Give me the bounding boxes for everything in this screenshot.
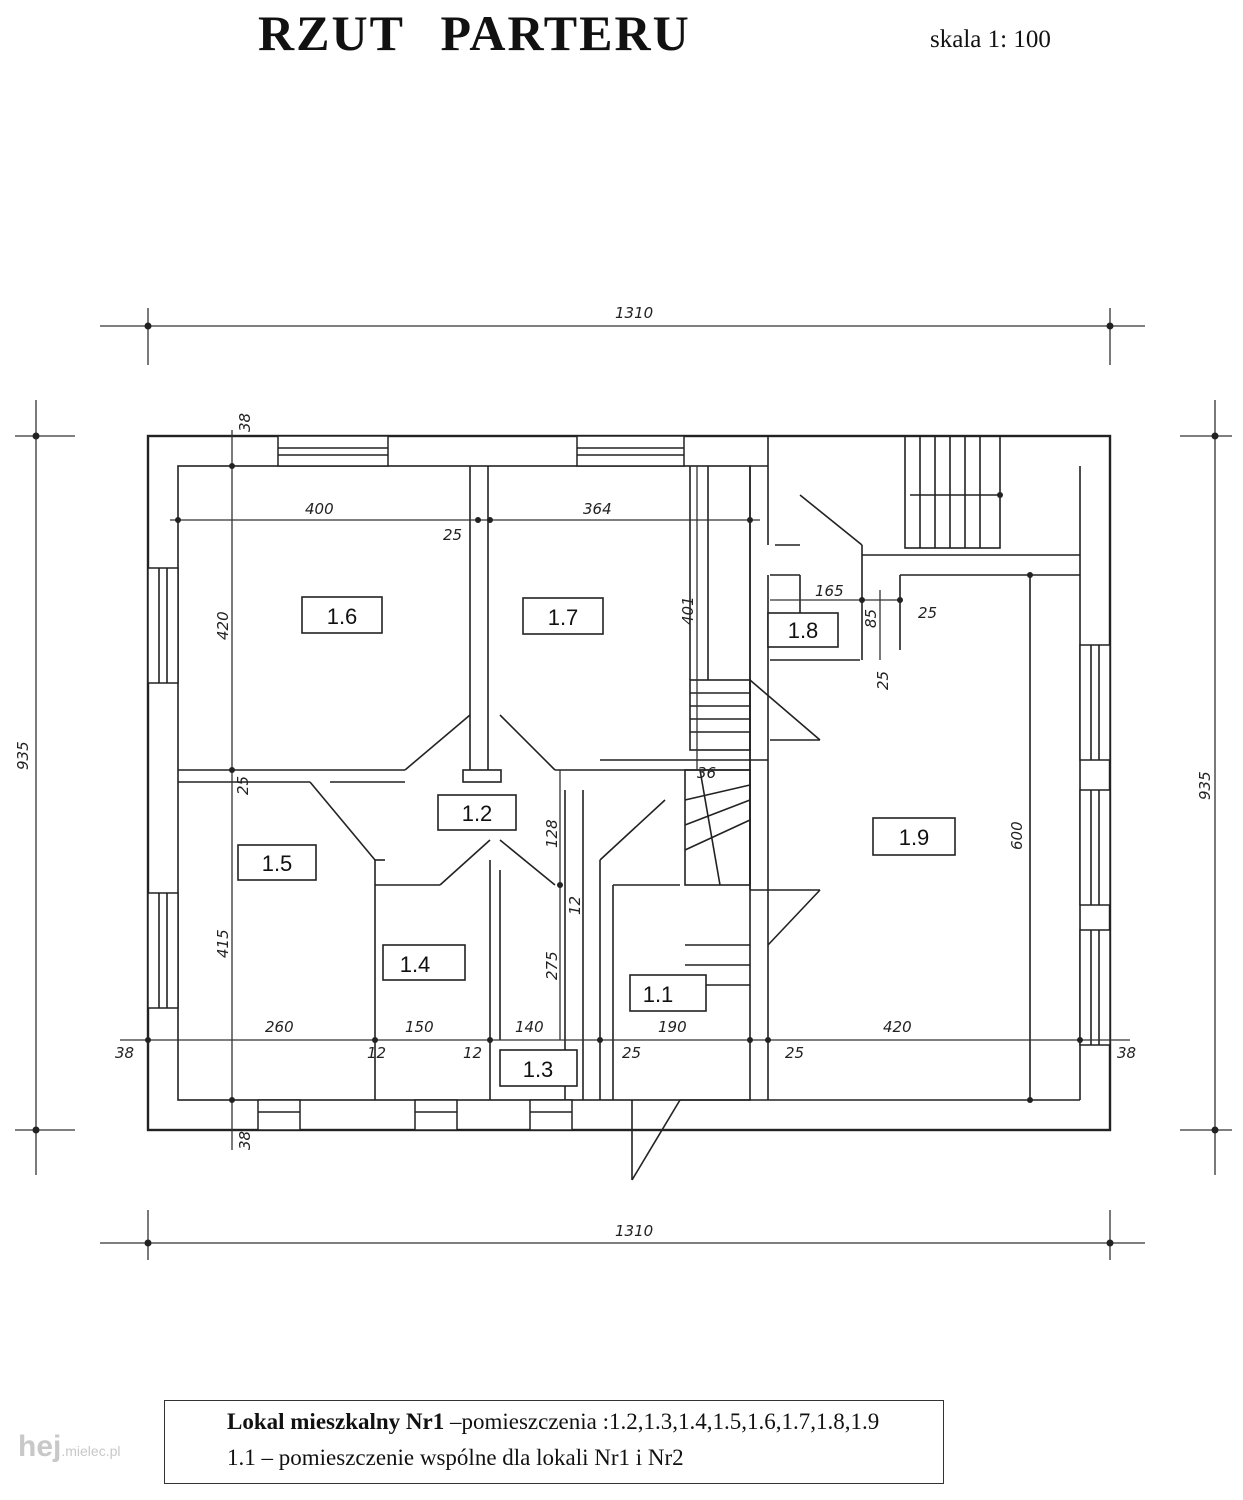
legend-rooms-list: –pomieszczenia :1.2,1.3,1.4,1.5,1.6,1.7,… — [444, 1409, 880, 1434]
dim-420-left: 420 — [214, 611, 232, 640]
dim-38-bl: 38 — [236, 1131, 254, 1150]
dimension-bottom: 1310 — [100, 1210, 1145, 1260]
dim-400: 400 — [305, 500, 334, 518]
svg-text:1.7: 1.7 — [548, 605, 579, 630]
svg-text:1.3: 1.3 — [523, 1057, 554, 1082]
dim-b12-2: 12 — [463, 1044, 482, 1062]
dim-415: 415 — [214, 929, 232, 958]
dim-165: 165 — [815, 582, 844, 600]
room-1-2: 1.2 — [437, 794, 517, 831]
dim-b25-1: 25 — [622, 1044, 641, 1062]
dimension-right: 935 — [1180, 400, 1232, 1175]
dim-b260: 260 — [265, 1018, 294, 1036]
legend-box: Lokal mieszkalny Nr1 –pomieszczenia :1.2… — [164, 1400, 944, 1484]
inner-dimensions — [120, 430, 1130, 1150]
svg-text:1.9: 1.9 — [899, 825, 930, 850]
svg-text:1.5: 1.5 — [262, 851, 293, 876]
room-labels: 1.6 1.7 1.8 1.2 1.5 1.9 1.4 1.1 1.3 — [237, 596, 956, 1087]
room-1-6: 1.6 — [301, 596, 383, 634]
dim-25-b: 25 — [918, 604, 937, 622]
svg-text:1.1: 1.1 — [643, 982, 674, 1007]
dimension-labels: 38 38 38 38 400 364 25 420 401 165 85 25… — [115, 413, 1136, 1150]
svg-text:1.6: 1.6 — [327, 604, 358, 629]
room-1-7: 1.7 — [522, 597, 604, 635]
dim-36: 36 — [697, 764, 716, 782]
dim-b140: 140 — [515, 1018, 544, 1036]
dim-top-label: 1310 — [615, 304, 653, 322]
dim-b12-1: 12 — [367, 1044, 386, 1062]
dim-b420: 420 — [883, 1018, 912, 1036]
dim-275: 275 — [543, 951, 561, 980]
dim-364: 364 — [583, 500, 612, 518]
dim-right-label: 935 — [1196, 771, 1214, 800]
svg-text:1.8: 1.8 — [788, 618, 819, 643]
floor-plan-drawing: 1310 1310 935 935 — [14, 304, 1232, 1260]
stairs — [684, 435, 1003, 986]
dim-600: 600 — [1008, 821, 1026, 850]
dim-38-tl: 38 — [236, 413, 254, 432]
dimension-top: 1310 — [100, 304, 1145, 365]
dim-25-d: 25 — [234, 776, 252, 795]
windows — [147, 435, 1111, 1131]
dim-38-left: 38 — [115, 1044, 134, 1062]
svg-text:1.2: 1.2 — [462, 801, 493, 826]
dim-25-c: 25 — [874, 671, 892, 690]
dim-401: 401 — [679, 596, 697, 625]
doors — [309, 494, 863, 1181]
interior-walls — [178, 466, 1080, 1100]
scale-label: skala 1: 100 — [930, 26, 1051, 53]
legend-line-1: Lokal mieszkalny Nr1 –pomieszczenia :1.2… — [227, 1409, 879, 1435]
dim-left-label: 935 — [14, 741, 32, 770]
legend-line-2: 1.1 – pomieszczenie wspólne dla lokali N… — [227, 1445, 684, 1470]
dim-25-a: 25 — [443, 526, 462, 544]
room-1-1: 1.1 — [629, 974, 707, 1012]
dim-12-a: 12 — [566, 896, 584, 915]
svg-text:1.4: 1.4 — [400, 952, 431, 977]
legend-unit-name: Lokal mieszkalny Nr1 — [227, 1409, 445, 1434]
dim-b25-2: 25 — [785, 1044, 804, 1062]
dim-38-right: 38 — [1117, 1044, 1136, 1062]
room-1-5: 1.5 — [237, 844, 317, 881]
dimension-left: 935 — [14, 400, 75, 1175]
room-1-4: 1.4 — [382, 944, 466, 981]
dim-b190: 190 — [658, 1018, 687, 1036]
watermark: hej.mielec.pl — [18, 1430, 121, 1463]
dim-85: 85 — [862, 609, 880, 628]
dim-bottom-label: 1310 — [615, 1222, 653, 1240]
room-1-3: 1.3 — [499, 1049, 578, 1087]
room-1-8: 1.8 — [767, 612, 839, 648]
room-1-9: 1.9 — [872, 817, 956, 856]
dim-128: 128 — [543, 819, 561, 848]
dim-b150: 150 — [405, 1018, 434, 1036]
plan-title: RZUT PARTERU — [258, 5, 691, 61]
